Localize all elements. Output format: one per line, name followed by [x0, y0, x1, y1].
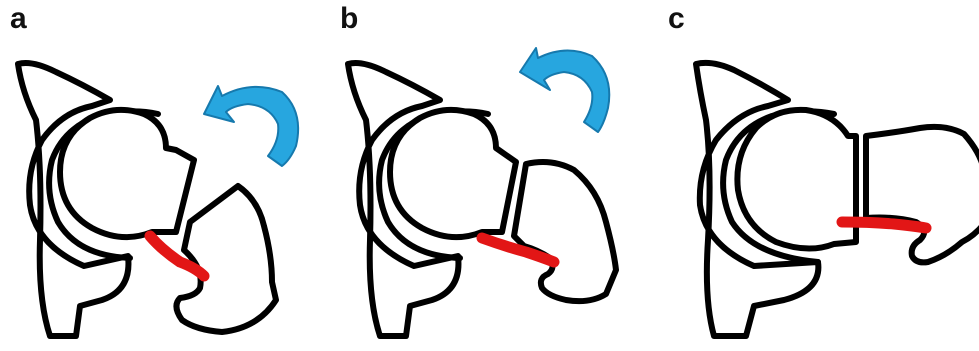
femoral-head — [60, 110, 194, 237]
curved-arrow-icon — [520, 48, 609, 132]
femur — [176, 186, 276, 332]
curved-arrow-icon — [204, 86, 298, 166]
hip-diagram-c — [658, 0, 979, 351]
femur — [514, 162, 616, 301]
panel-c: c — [658, 0, 979, 351]
femoral-head — [737, 110, 856, 249]
hip-diagram-b — [330, 0, 656, 351]
femur — [866, 127, 979, 263]
hip-diagram-a — [0, 0, 326, 351]
panel-a: a — [0, 0, 326, 351]
panel-b: b — [330, 0, 656, 351]
femoral-head — [390, 110, 516, 237]
red-highlight-line — [842, 222, 926, 228]
